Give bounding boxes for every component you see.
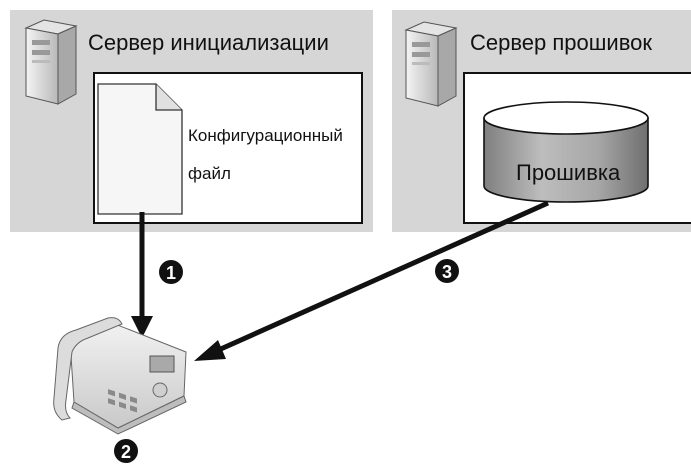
arrow-step-3 — [194, 200, 550, 361]
firmware-label: Прошивка — [516, 160, 621, 185]
firmware-database-icon — [483, 101, 649, 203]
fw-server-title: Сервер прошивок — [470, 30, 653, 55]
step-3-number: 3 — [442, 262, 452, 282]
ip-phone-icon — [53, 317, 187, 435]
config-file-label-line2: файл — [188, 164, 231, 183]
step-1-badge: 1 — [159, 260, 183, 284]
arrow-step-1 — [131, 212, 153, 338]
init-server-title: Сервер инициализации — [88, 30, 329, 55]
fw-server-icon — [404, 21, 458, 107]
init-server-icon — [24, 19, 78, 105]
step-2-number: 2 — [121, 442, 131, 462]
config-file-document-icon — [97, 83, 183, 215]
step-2-badge: 2 — [114, 439, 138, 463]
step-1-number: 1 — [166, 263, 176, 283]
step-3-badge: 3 — [435, 259, 459, 283]
config-file-label-line1: Конфигурационный — [188, 126, 343, 145]
